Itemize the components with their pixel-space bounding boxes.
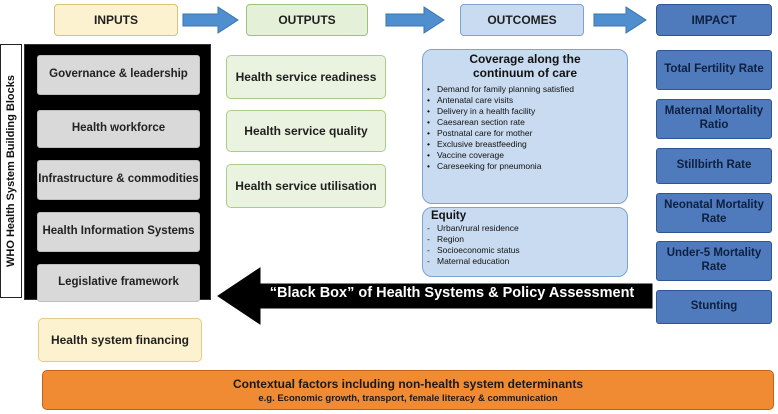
- coverage-item: Vaccine coverage: [423, 150, 627, 161]
- impact-under5-mortality: Under-5 Mortality Rate: [656, 241, 772, 281]
- outputs-header: OUTPUTS: [246, 4, 368, 36]
- block-legislative: Legislative framework: [37, 264, 200, 302]
- block-governance: Governance & leadership: [37, 55, 200, 95]
- coverage-item: Antenatal care visits: [423, 95, 627, 106]
- output-quality: Health service quality: [226, 110, 386, 152]
- coverage-list: Demand for family planning satisfied Ant…: [423, 84, 627, 172]
- arrow-outputs-outcomes: [385, 6, 445, 34]
- equity-item: Socioeconomic status: [423, 245, 627, 256]
- black-box-label: “Black Box” of Health Systems & Policy A…: [269, 285, 635, 301]
- equity-list: Urban/rural residence Region Socioeconom…: [423, 223, 627, 267]
- block-infrastructure: Infrastructure & commodities: [37, 160, 200, 200]
- building-blocks-side-label: WHO Health System Building Blocks: [0, 44, 22, 298]
- arrow-outcomes-impact: [593, 6, 647, 34]
- coverage-item: Demand for family planning satisfied: [423, 84, 627, 95]
- health-system-financing: Health system financing: [38, 318, 202, 362]
- impact-maternal-mortality: Maternal Mortality Ratio: [656, 99, 772, 139]
- output-utilisation: Health service utilisation: [226, 164, 386, 208]
- impact-header: IMPACT: [656, 4, 772, 36]
- coverage-item: Careseeking for pneumonia: [423, 161, 627, 172]
- coverage-item: Postnatal care for mother: [423, 128, 627, 139]
- coverage-title: Coverage along the continuum of care: [469, 52, 581, 80]
- equity-box: Equity Urban/rural residence Region Soci…: [422, 207, 628, 277]
- context-line2: e.g. Economic growth, transport, female …: [258, 393, 558, 404]
- equity-item: Region: [423, 234, 627, 245]
- equity-title: Equity: [431, 210, 467, 222]
- equity-item: Maternal education: [423, 256, 627, 267]
- impact-stunting: Stunting: [656, 290, 772, 324]
- block-health-information: Health Information Systems: [37, 212, 200, 252]
- contextual-factors-bar: Contextual factors including non-health …: [42, 370, 774, 410]
- coverage-item: Exclusive breastfeeding: [423, 139, 627, 150]
- context-line1: Contextual factors including non-health …: [232, 377, 584, 391]
- impact-total-fertility: Total Fertility Rate: [656, 50, 772, 90]
- arrow-inputs-outputs: [182, 6, 239, 34]
- coverage-box: Coverage along the continuum of care Dem…: [422, 49, 628, 204]
- coverage-item: Delivery in a health facility: [423, 106, 627, 117]
- output-readiness: Health service readiness: [226, 55, 386, 99]
- outcomes-header: OUTCOMES: [460, 4, 584, 36]
- coverage-item: Caesarean section rate: [423, 117, 627, 128]
- block-health-workforce: Health workforce: [37, 110, 200, 148]
- impact-neonatal-mortality: Neonatal Mortality Rate: [656, 193, 772, 233]
- impact-stillbirth: Stillbirth Rate: [656, 148, 772, 184]
- black-box-arrow: [217, 267, 653, 325]
- equity-item: Urban/rural residence: [423, 223, 627, 234]
- inputs-header: INPUTS: [54, 4, 178, 36]
